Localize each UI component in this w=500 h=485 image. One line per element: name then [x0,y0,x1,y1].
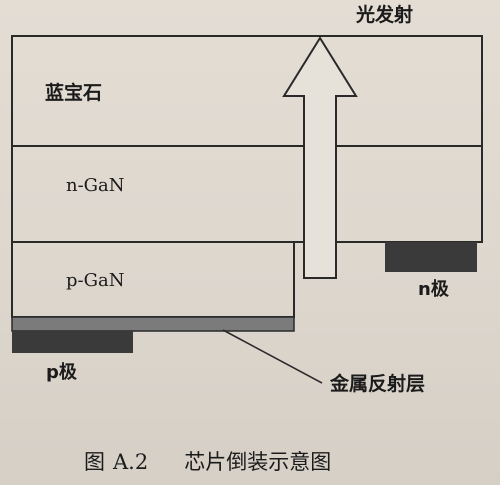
p-electrode-label: p极 [46,362,77,383]
p-gan-layer [11,241,295,318]
n-electrode [385,242,477,272]
mirror-leader-line [222,329,323,384]
n-electrode-label: n极 [418,279,449,300]
figure-caption: 图 A.2 芯片倒装示意图 [84,452,331,473]
p-gan-label: p-GaN [66,270,125,291]
caption-title: 芯片倒装示意图 [184,450,332,474]
metal-reflector-layer [11,316,295,332]
light-emission-arrow [282,36,358,279]
light-emission-label: 光发射 [356,4,414,26]
caption-number: A.2 [113,450,149,474]
sapphire-label: 蓝宝石 [45,82,103,104]
p-electrode [12,331,133,353]
metal-reflector-label: 金属反射层 [330,373,426,395]
caption-prefix: 图 [84,450,105,474]
n-gan-label: n-GaN [66,175,125,196]
